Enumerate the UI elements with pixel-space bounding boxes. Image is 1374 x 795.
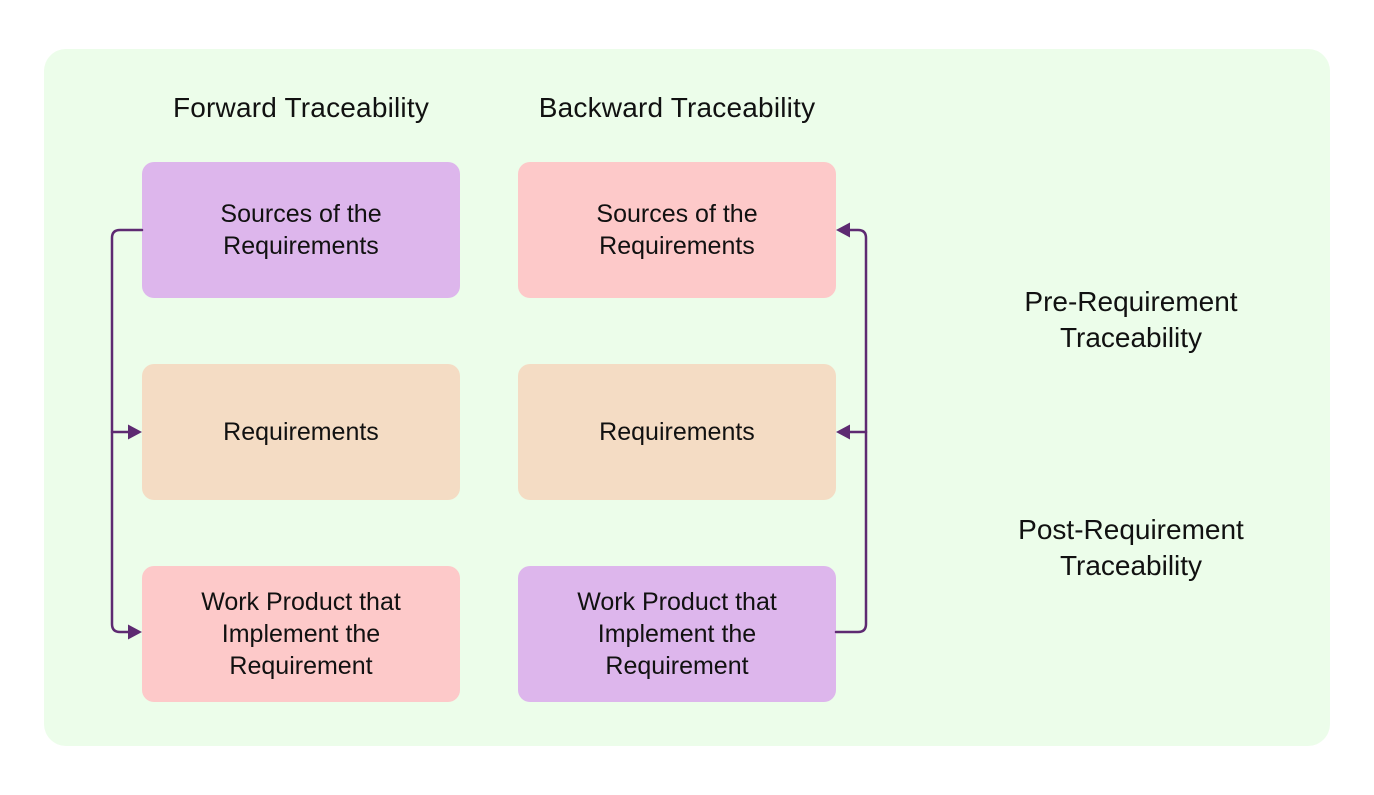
backward-sources-box: Sources of the Requirements [518,162,836,298]
backward-work-product-label: Work Product that Implement the Requirem… [577,588,777,680]
post-requirement-traceability-label: Post-Requirement Traceability [980,512,1282,584]
forward-requirements-label: Requirements [223,418,379,446]
forward-sources-box: Sources of the Requirements [142,162,460,298]
pre-requirement-traceability-label: Pre-Requirement Traceability [980,284,1282,356]
forward-sources-label: Sources of the Requirements [220,200,382,260]
pre-requirement-line1: Pre-Requirement [1024,286,1238,317]
forward-requirements-box: Requirements [142,364,460,500]
forward-work-product-box: Work Product that Implement the Requirem… [142,566,460,702]
pre-requirement-line2: Traceability [1059,322,1203,353]
backward-requirements-box: Requirements [518,364,836,500]
backward-requirements-label: Requirements [599,418,755,446]
post-requirement-line1: Post-Requirement [1018,514,1244,545]
forward-traceability-heading: Forward Traceability [172,92,430,123]
post-requirement-line2: Traceability [1059,550,1203,581]
backward-work-product-box: Work Product that Implement the Requirem… [518,566,836,702]
forward-work-product-label: Work Product that Implement the Requirem… [201,588,401,680]
backward-traceability-heading: Backward Traceability [538,92,816,123]
backward-sources-label: Sources of the Requirements [596,200,758,260]
